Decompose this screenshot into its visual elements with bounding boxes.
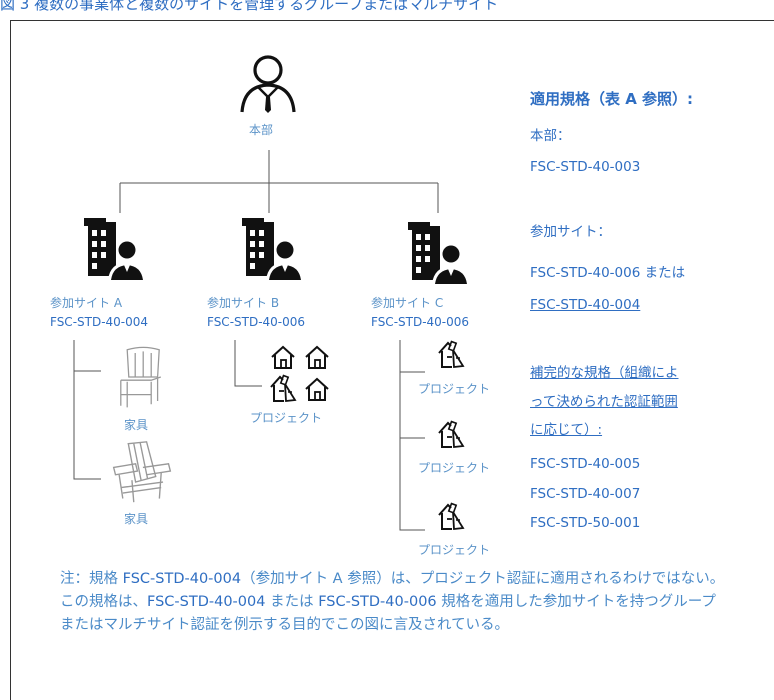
note-text: 注：規格 — [60, 571, 123, 587]
supplementary-standard-2: FSC-STD-40-007 — [530, 486, 641, 502]
house-plan-icon — [268, 372, 298, 404]
note-standard: FSC-STD-40-004 — [147, 594, 266, 610]
hq-standard-label: 本部： — [530, 128, 571, 144]
supplementary-standard-3: FSC-STD-50-001 — [530, 515, 641, 531]
site-a-label: 参加サイト A — [50, 296, 123, 310]
note-text: （参加サイト A 参照）は、プロジェクト認証に適用されるわけではない。この規格は… — [60, 571, 725, 610]
site-standard-2: FSC-STD-40-004 — [530, 297, 641, 313]
site-a-standard: FSC-STD-40-004 — [50, 315, 149, 329]
house-icon — [304, 376, 330, 402]
supplementary-standards-text-1: 補完的な規格（組織によ — [530, 365, 679, 381]
building-person-icon-b — [238, 214, 308, 284]
house-plan-icon — [436, 338, 466, 370]
chair-icon — [116, 344, 164, 410]
building-person-icon-a — [80, 214, 150, 284]
site-b-standard: FSC-STD-40-006 — [207, 315, 306, 329]
standards-heading: 適用規格（表 A 参照）: — [530, 90, 694, 108]
hq-label: 本部 — [249, 123, 274, 137]
footnote: 注：規格 FSC-STD-40-004（参加サイト A 参照）は、プロジェクト認… — [60, 568, 730, 637]
project-label-c3: プロジェクト — [418, 543, 491, 557]
supplementary-standard-1: FSC-STD-40-005 — [530, 456, 641, 472]
project-label-c2: プロジェクト — [418, 461, 491, 475]
house-icon — [304, 344, 330, 370]
note-text: または — [265, 594, 319, 610]
person-icon — [240, 55, 296, 113]
adirondack-chair-icon — [110, 440, 174, 504]
site-c-label: 参加サイト C — [371, 296, 444, 310]
supplementary-standards-text-2: って決められた認証範囲 — [530, 394, 678, 410]
note-standard: FSC-STD-40-004 — [122, 571, 242, 587]
hq-standard: FSC-STD-40-003 — [530, 159, 641, 175]
diagram-frame — [10, 20, 774, 700]
house-icon — [270, 344, 296, 370]
figure-caption: 図 3 複数の事業体と複数のサイトを管理するグループまたはマルチサイト — [0, 0, 499, 13]
site-standard-1: FSC-STD-40-006 または — [530, 265, 686, 281]
note-text: 規格を適用した参加サイトを持つグループまたはマルチサイト認証を例示する目的でこの… — [60, 594, 716, 633]
note-standard: FSC-STD-40-006 — [318, 594, 437, 610]
project-label-b: プロジェクト — [250, 411, 323, 425]
site-c-standard: FSC-STD-40-006 — [371, 315, 470, 329]
site-b-label: 参加サイト B — [207, 296, 280, 310]
house-plan-icon — [436, 500, 466, 532]
house-plan-icon — [436, 418, 466, 450]
project-label-c1: プロジェクト — [418, 382, 491, 396]
furniture-label-1: 家具 — [124, 418, 149, 432]
supplementary-standards-text-3: に応じて）: — [530, 422, 603, 438]
site-standard-label: 参加サイト： — [530, 224, 611, 240]
building-person-icon-c — [404, 218, 474, 288]
furniture-label-2: 家具 — [124, 512, 149, 526]
